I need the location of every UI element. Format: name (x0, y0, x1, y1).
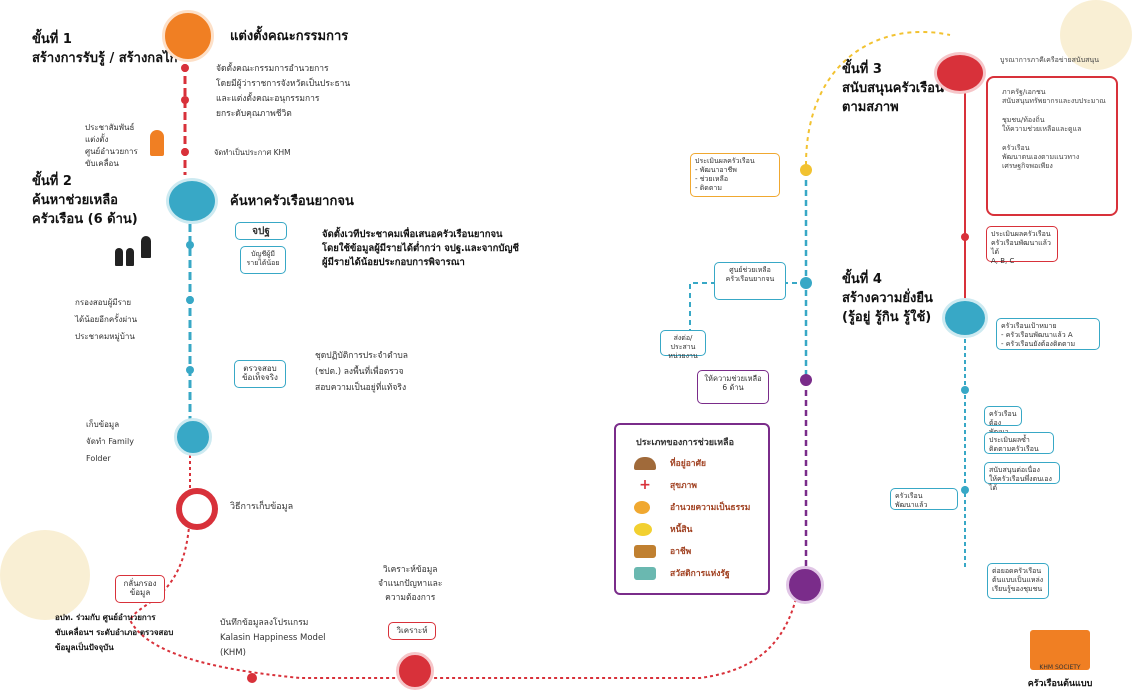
help6-box: ให้ความช่วยเหลือ 6 ด้าน (697, 370, 769, 404)
legend-label: สวัสดิการแห่งรัฐ (670, 569, 730, 579)
network-item: ชุมชน/ท้องถิ่น ให้ความช่วยเหลือและดูแล (1002, 116, 1082, 133)
step2-title: ค้นหาครัวเรือนยากจน (230, 194, 354, 209)
step2-label: ขั้นที่ 2 ค้นหาช่วยเหลือ ครัวเรือน (6 ด้… (32, 174, 138, 227)
network-item: ครัวเรือน พัฒนาตนเองตามแนวทาง เศรษฐกิจพอ… (1002, 144, 1080, 170)
check-desc: ชุดปฏิบัติการประจำตำบล (ชปต.) ลงพื้นที่เ… (315, 351, 408, 393)
legend-item: + สุขภาพ (634, 477, 697, 493)
tag-jpt: จปฐ (235, 222, 287, 240)
collect-data: เก็บข้อมูล จัดทำ Family Folder (86, 420, 134, 463)
step1-title: แต่งตั้งคณะกรรมการ (230, 29, 349, 44)
person-icon (150, 130, 164, 156)
center-box: ศูนย์ช่วยเหลือ ครัวเรือนยากจน (714, 262, 786, 300)
legend-item: หนี้สิน (634, 521, 692, 537)
analyze-node (396, 652, 434, 690)
housing-icon (634, 456, 656, 470)
welfare-icon (634, 566, 656, 580)
develop-box: ครัวเรือน ต้องพัฒนา (984, 406, 1022, 436)
filter-box: กลั่นกรอง ข้อมูล (115, 575, 165, 603)
legend-item: อำนวยความเป็นธรรม (634, 499, 750, 515)
filter-desc: อปท. ร่วมกับ ศูนย์อำนวยการ ขับเคลื่อนฯ ร… (55, 613, 174, 652)
final-label: ครัวเรือนต้นแบบ (1027, 679, 1093, 689)
step2-node (166, 178, 218, 224)
method-node (176, 488, 218, 530)
step3-label: ขั้นที่ 3 สนับสนุนครัวเรือน ตามสภาพ (842, 62, 944, 115)
step4-node (942, 298, 988, 338)
step3-node (934, 52, 986, 94)
assess-box: ประเมินผลครัวเรือน - พัฒนาอาชีพ - ช่วยเห… (690, 153, 780, 197)
decor-shape (0, 530, 90, 620)
reassess-box: ประเมินผลซ้ำ ติดตามครัวเรือน (984, 432, 1054, 454)
check-box: ตรวจสอบ ข้อเท็จจริง (234, 360, 286, 388)
justice-icon (634, 500, 650, 514)
target-box: ครัวเรือนเป้าหมาย - ครัวเรือนพัฒนาแล้ว A… (996, 318, 1100, 350)
support-box: สนับสนุนต่อเนื่อง ให้ครัวเรือนพึ่งตนเองไ… (984, 462, 1060, 492)
step2-desc: จัดตั้งเวทีประชาคมเพื่อเสนอครัวเรือนยากจ… (322, 229, 519, 268)
analyze-desc: วิเคราะห์ข้อมูล จำแนกปัญหาและ ความต้องกา… (378, 565, 443, 603)
step1-node (162, 10, 214, 62)
legend-label: หนี้สิน (670, 525, 693, 535)
refer-box: ส่งต่อ/ประสาน หน่วยงาน (660, 330, 706, 360)
collect-node (174, 418, 212, 456)
decor-shape (1060, 0, 1132, 70)
method-label: วิธีการเก็บข้อมูล (230, 502, 294, 512)
legend-label: อาชีพ (670, 547, 692, 557)
network-box: ภาครัฐ/เอกชน สนับสนุนทรัพยากรและงบประมาณ… (986, 76, 1118, 216)
record-khm: บันทึกข้อมูลลงโปรแกรม Kalasin Happiness … (220, 618, 326, 658)
analyze-tag: วิเคราะห์ (388, 622, 436, 640)
health-icon: + (634, 478, 656, 492)
debt-icon (634, 522, 652, 536)
house-icon: KHM SOCIETY (1030, 630, 1090, 671)
developed-box: ครัวเรือน พัฒนาแล้ว (890, 488, 958, 510)
step1-sub: ประชาสัมพันธ์ แต่งตั้ง ศูนย์อำนวยการ ขับ… (85, 123, 138, 168)
assistance-legend: ประเภทของการช่วยเหลือ ที่อยู่อาศัย + สุขภ… (614, 423, 770, 595)
career-icon (634, 544, 656, 558)
step4-label: ขั้นที่ 4 สร้างความยั่งยืน (รู้อยู่ รู้ก… (842, 272, 933, 325)
society-label: KHM SOCIETY (1039, 664, 1081, 671)
step1-desc: จัดตั้งคณะกรรมการอำนวยการ โดยมีผู้ว่าราช… (216, 64, 351, 119)
final-node (786, 566, 824, 604)
step1-label: ขั้นที่ 1 สร้างการรับรู้ / สร้างกลไก (32, 32, 178, 66)
tag-low-income: บัญชีผู้มี รายได้น้อย (240, 246, 286, 274)
network-item: ภาครัฐ/เอกชน สนับสนุนทรัพยากรและงบประมาณ (1002, 88, 1106, 105)
legend-label: อำนวยความเป็นธรรม (670, 503, 751, 513)
legend-item: ที่อยู่อาศัย (634, 455, 706, 471)
people-icon (115, 236, 163, 272)
network-title: บูรณาการภาคีเครือข่ายสนับสนุน (1000, 56, 1099, 64)
model-house-box: ต่อยอดครัวเรือน ต้นแบบเป็นแหล่ง เรียนรู้… (987, 563, 1049, 599)
legend-item: อาชีพ (634, 543, 691, 559)
legend-label: ที่อยู่อาศัย (670, 459, 706, 469)
step1-sub2: จัดทำเป็นประกาศ KHM (214, 148, 291, 157)
legend-title: ประเภทของการช่วยเหลือ (636, 438, 734, 448)
step2-verify: กรองสอบผู้มีราย ได้น้อยอีกครั้งผ่าน ประช… (75, 298, 138, 341)
legend-item: สวัสดิการแห่งรัฐ (634, 565, 730, 581)
eval-box: ประเมินผลครัวเรือน ครัวเรือนพัฒนาแล้วได้… (986, 226, 1058, 265)
legend-label: สุขภาพ (670, 481, 697, 491)
